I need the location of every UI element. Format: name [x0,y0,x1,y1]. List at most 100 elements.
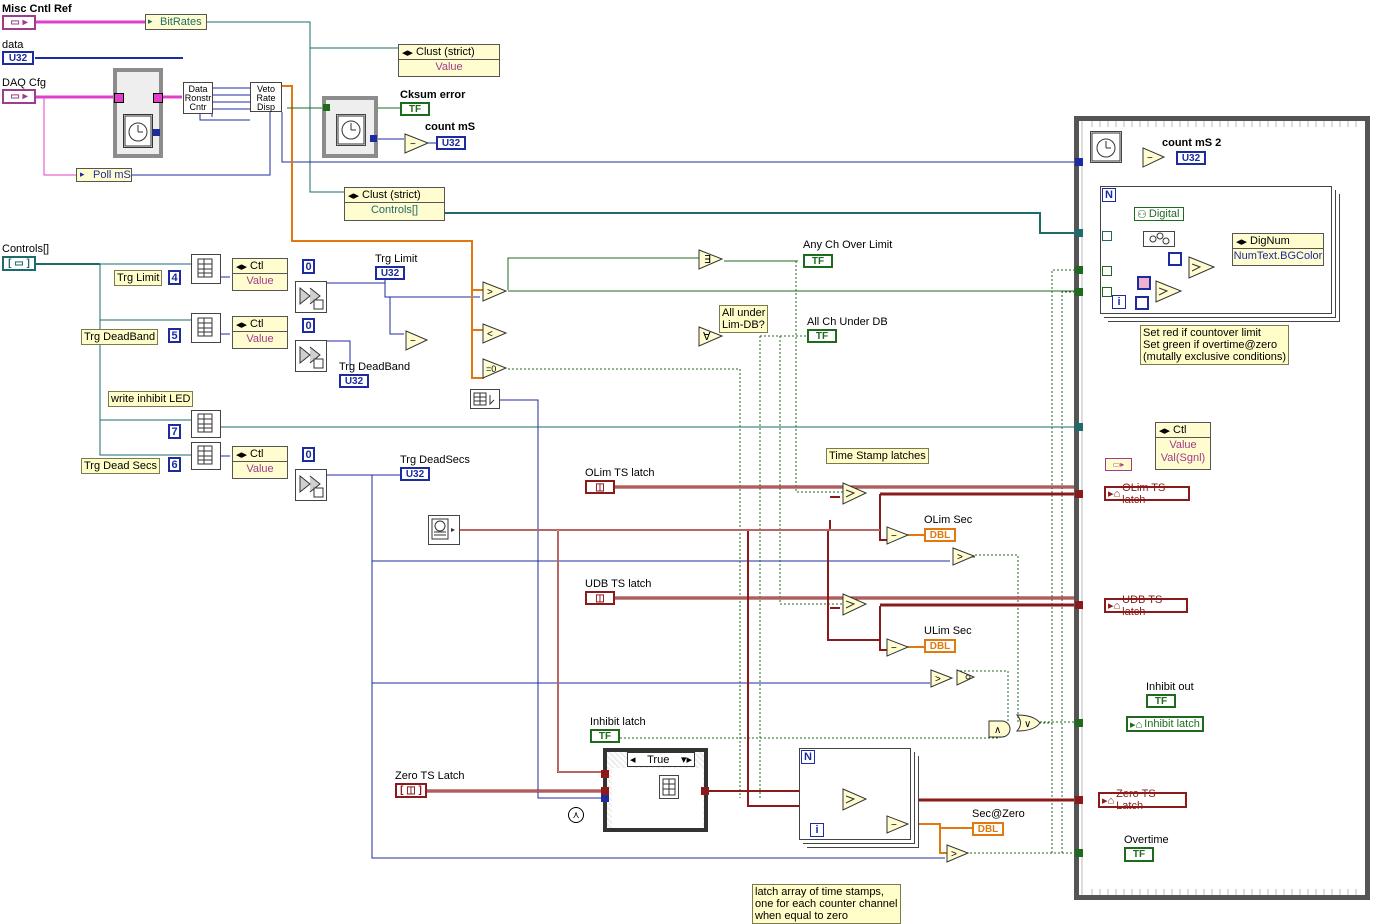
color-const-red[interactable] [1137,276,1151,290]
get-date-time-node[interactable] [428,515,460,545]
bitrates-property-node[interactable]: ▸ BitRates [145,14,207,30]
zero-const-1[interactable]: 0 [302,259,315,274]
daq-cfg-terminal[interactable]: ▭ ▸ [2,89,36,104]
sec-at-zero-indicator[interactable]: DBL [972,822,1004,836]
count-ms-indicator[interactable]: U32 [436,136,466,150]
index-const-6[interactable]: 6 [168,457,181,472]
variant-to-data-node-1[interactable] [295,281,327,313]
tunnel-bool [323,104,330,111]
variant-to-data-node-3[interactable] [295,469,327,501]
cksum-error-indicator[interactable]: TF [400,102,430,116]
case-selector[interactable]: ◂True▾▸ [627,752,695,767]
ctl-value-node-2[interactable]: ◂▸Ctl Value [232,316,288,349]
zero-const-3[interactable]: 0 [302,447,315,462]
veto-rate-display-subvi[interactable]: Veto Rate Disp [250,82,282,112]
variant-to-data-node-2[interactable] [295,340,327,372]
subtract-ts-node-2[interactable]: − [886,638,910,658]
data-reconstruct-counter-subvi[interactable]: Data Ronstr Cntr [183,82,213,114]
array-build-node[interactable] [470,389,500,409]
index-const-7[interactable]: 7 [168,424,181,439]
svg-text:>: > [935,674,941,685]
zero-ts-latch-local-var[interactable]: ▸⌂Zero TS Latch [1098,788,1187,812]
replace-array-node[interactable] [659,775,679,799]
subtract-node[interactable]: − [404,133,430,155]
subtract-node-3[interactable]: − [1142,147,1166,169]
trg-limit-indicator[interactable]: U32 [375,266,405,280]
case-decrement-icon[interactable]: ◂ [630,754,636,766]
dignum-property-node[interactable]: ◂▸DigNum NumText.BGColor [1232,233,1324,266]
and-array-elements-node[interactable]: ∀ [698,326,724,348]
tick-count-node[interactable] [1090,131,1122,163]
class-icon: ⚇ [1137,208,1147,221]
misc-cntl-ref-terminal[interactable]: ▭ ▸ [2,15,36,30]
trg-deadsecs-indicator[interactable]: U32 [400,467,430,481]
ctl-value-node-3[interactable]: ◂▸Ctl Value [232,446,288,479]
count-ms-2-indicator[interactable]: U32 [1176,151,1206,165]
case-dropdown-icon[interactable]: ▾▸ [680,754,692,766]
greater-node-2[interactable]: > [952,547,976,567]
subtract-ts-node-1[interactable]: − [886,526,910,546]
select-node-2[interactable] [842,593,868,617]
clust-strict-controls-node[interactable]: ◂▸Clust (strict) Controls[] [344,187,445,221]
subtract-ts-node-3[interactable]: − [886,815,910,835]
udb-ts-latch-terminal[interactable]: ◫ [585,591,615,605]
greater-node-3[interactable]: > [930,669,954,689]
all-ch-under-db-indicator[interactable]: TF [807,329,837,343]
index-array-node-4[interactable] [191,442,221,470]
zero-ts-latch-terminal[interactable]: [ ◫ ] [395,783,427,798]
trg-deadband-indicator[interactable]: U32 [339,374,369,388]
controls-array-terminal[interactable]: [ ▭ ] [2,256,36,271]
less-than-node[interactable]: < [482,323,508,345]
inhibit-out-indicator[interactable]: TF [1146,694,1176,708]
ulim-sec-indicator[interactable]: DBL [924,639,956,653]
ctl-value-sgnl-property-node[interactable]: ◂▸Ctl Value Val(Sgnl) [1155,422,1211,470]
index-array-node-1[interactable] [191,254,221,284]
cluster-icon: ◂▸ [236,318,248,331]
not-node[interactable] [956,669,976,687]
clust-strict-value-node[interactable]: ◂▸Clust (strict) Value [398,44,500,77]
or-node[interactable]: ∨ [1016,714,1042,732]
color-const-green[interactable] [1135,296,1149,310]
svg-text:=0: =0 [486,364,496,374]
select-node-1[interactable] [842,482,868,506]
olim-sec-indicator[interactable]: DBL [924,528,956,542]
greater-node-4[interactable]: > [946,844,970,864]
case-structure[interactable]: ◂True▾▸ [603,748,708,832]
and-node[interactable]: ∧ [988,720,1014,738]
any-ch-over-limit-indicator[interactable]: TF [803,254,833,268]
color-const-blue[interactable] [1168,252,1182,266]
svg-text:>: > [951,849,957,860]
to-more-specific-class-node[interactable] [1143,231,1175,247]
index-const-4[interactable]: 4 [168,270,181,285]
bundle-node-small[interactable]: ▭▸ [1105,458,1132,471]
poll-ms-property-node[interactable]: ▸ Poll mS [76,168,132,182]
tunnel-daq-in [114,93,124,103]
zero-const-2[interactable]: 0 [302,318,315,333]
ctl-label: Ctl [250,318,264,330]
greater-than-node[interactable]: > [482,281,508,303]
equal-zero-node[interactable]: =0 [482,358,508,380]
index-array-node-2[interactable] [191,313,221,343]
tunnel-udb [1075,601,1083,609]
olim-ts-latch-local-var[interactable]: ▸⌂OLim TS latch [1104,482,1190,506]
dbl-type: DBL [977,823,999,835]
select-node-3[interactable] [842,788,868,812]
subtract-node-2[interactable]: − [405,330,429,352]
loop-iteration-i: i [1112,295,1126,309]
select-color-node-1[interactable] [1155,280,1183,304]
data-terminal[interactable]: U32 [2,51,34,65]
udb-ts-latch-local-label: UDB TS latch [1122,593,1163,618]
inhibit-latch-terminal[interactable]: TF [590,729,620,743]
index-const-5[interactable]: 5 [168,328,181,343]
select-color-node-2[interactable] [1188,256,1216,280]
overtime-indicator[interactable]: TF [1124,847,1154,862]
olim-ts-latch-terminal[interactable]: ◫ [585,480,615,494]
sequence-frame-1[interactable] [113,68,163,158]
inhibit-latch-local-var[interactable]: ▸⌂Inhibit latch [1126,716,1204,732]
ctl-value-node-1[interactable]: ◂▸Ctl Value [232,258,288,291]
sequence-frame-2[interactable] [322,96,378,158]
udb-ts-latch-local-var[interactable]: ▸⌂UDB TS latch [1104,594,1188,618]
index-array-node-3[interactable] [191,410,221,438]
or-array-elements-node[interactable]: ∃ [698,249,724,271]
digital-class-constant[interactable]: ⚇Digital [1134,207,1184,221]
